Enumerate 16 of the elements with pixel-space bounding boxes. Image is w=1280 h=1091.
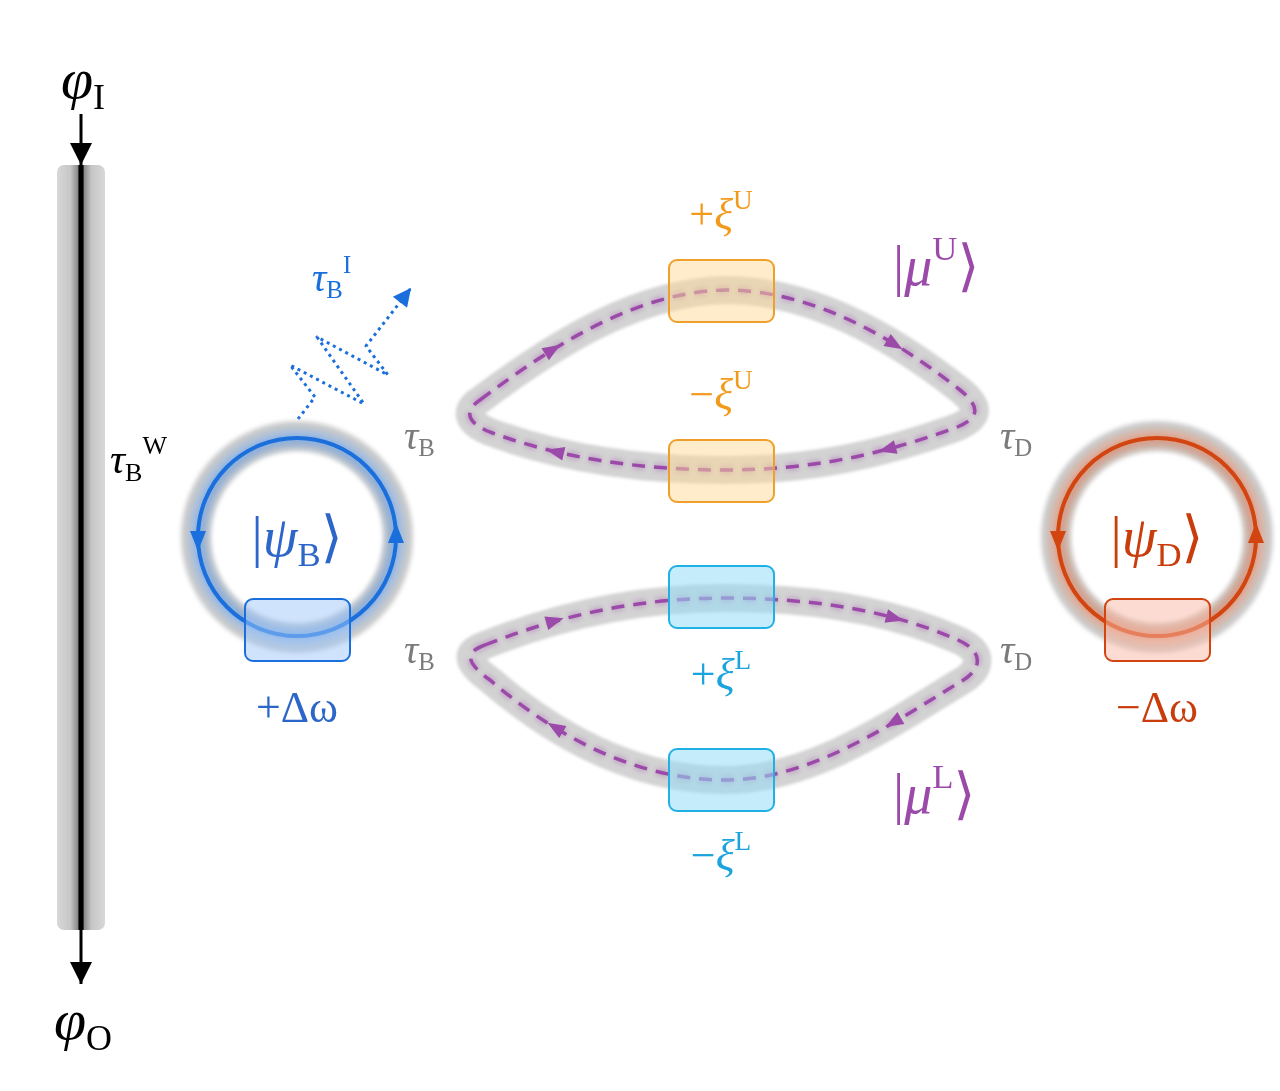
rate-label: τ$_{D}$ (1000, 630, 1033, 670)
modulation-label: +ξ$^{L}$ (690, 653, 752, 697)
modulation-label: −ξ$^{U}$ (689, 373, 753, 417)
signal-label: φ$_{I}$ (60, 50, 106, 108)
rate-label: τ$_{B}$ (404, 630, 435, 670)
wavy-arrow (288, 287, 413, 420)
waveguide-bar (57, 165, 105, 930)
rate-label: τ$_{B}$ (404, 416, 435, 456)
rate-label: τ$_{D}$ (1000, 416, 1033, 456)
arrow (70, 114, 92, 165)
modulation-label: +Δω (255, 686, 339, 730)
modulation-label: +ξ$^{U}$ (689, 193, 753, 237)
modulation-label: −ξ$^{L}$ (690, 834, 752, 878)
modulation-label: −Δω (1115, 686, 1199, 730)
arrow (70, 930, 92, 984)
signal-label: φ$_{O}$ (53, 991, 113, 1049)
